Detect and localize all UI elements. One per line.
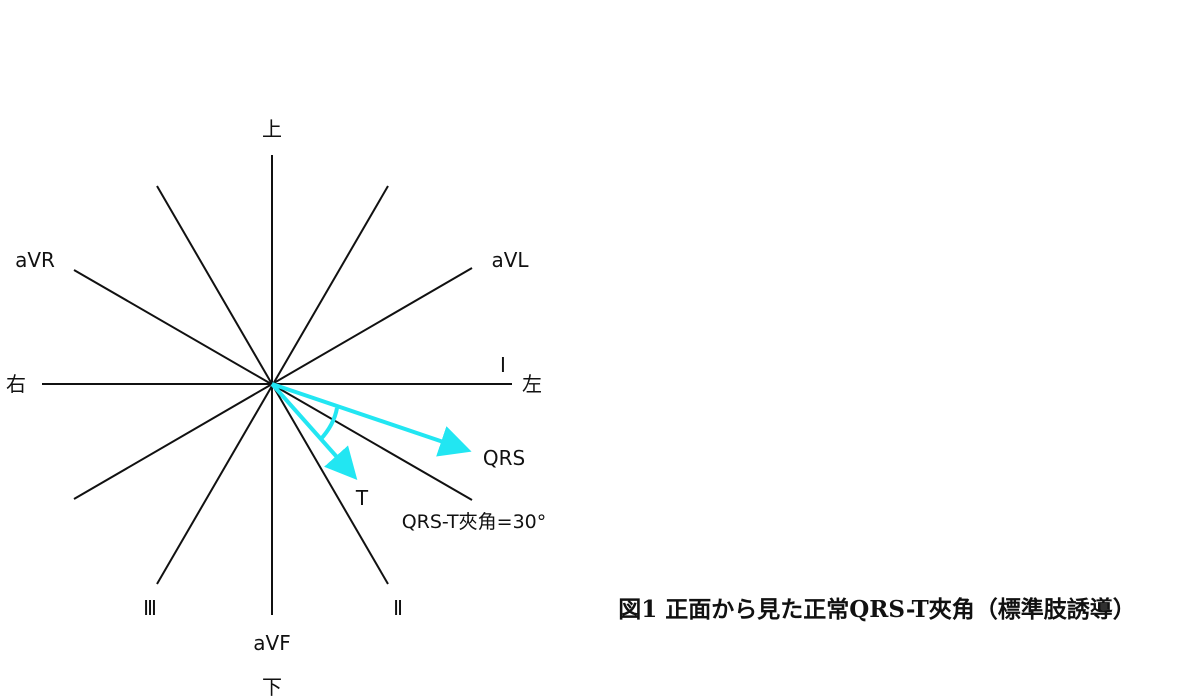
t-vector-arrow <box>270 382 358 480</box>
angle-arc <box>318 407 339 442</box>
lead-label-ii: Ⅱ <box>393 596 403 620</box>
lead-label-avf: aVF <box>253 631 290 655</box>
qrs-vector-label: QRS <box>483 446 525 470</box>
figure-caption: 図1 正面から見た正常QRS-T夾角（標準肢誘導） <box>618 596 1135 623</box>
lead-label-i: Ⅰ <box>500 353 506 377</box>
lead-label-avl: aVL <box>491 248 529 272</box>
direction-label-right: 右 <box>6 372 26 396</box>
vectors <box>270 382 472 480</box>
t-vector-label: T <box>355 486 369 510</box>
lead-label-avr: aVR <box>15 248 55 272</box>
direction-label-left: 左 <box>522 372 542 396</box>
qrs-vector-arrow <box>271 382 472 457</box>
direction-label-down: 下 <box>262 675 282 697</box>
qrs-t-angle-label: QRS-T夾角=30° <box>402 511 547 533</box>
direction-label-up: 上 <box>262 117 282 141</box>
lead-label-iii: Ⅲ <box>143 596 157 620</box>
